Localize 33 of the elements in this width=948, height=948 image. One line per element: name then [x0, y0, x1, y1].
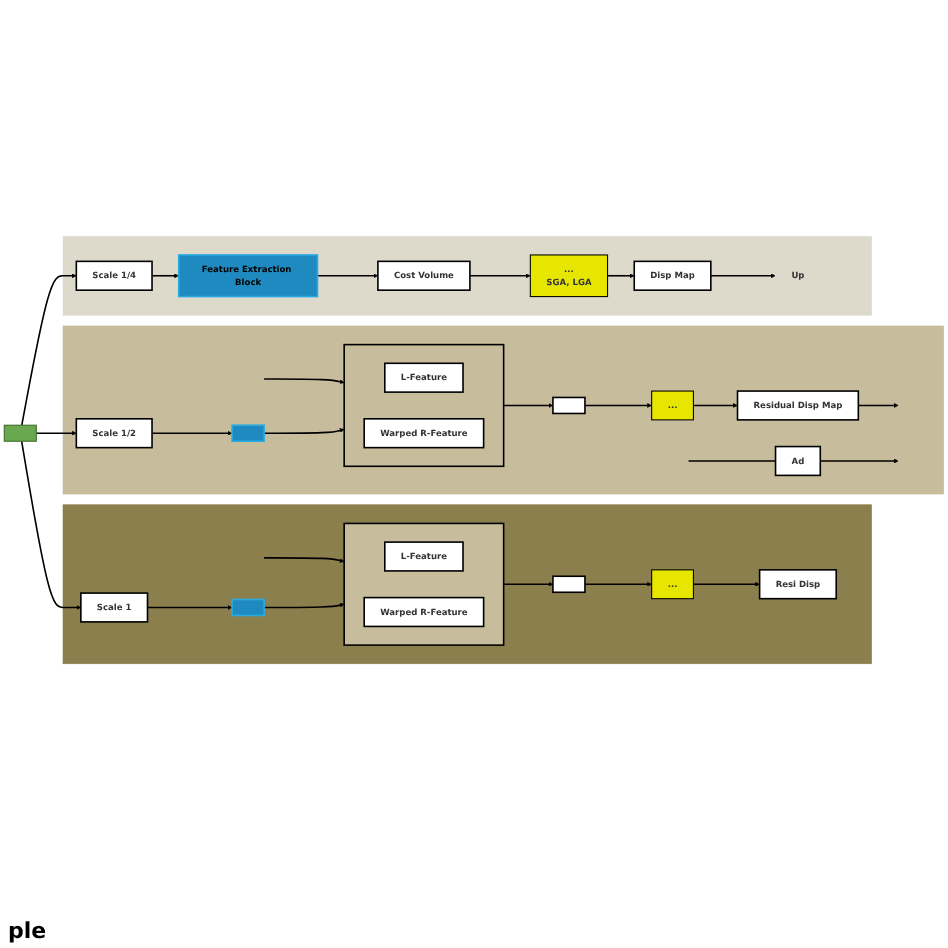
- cluster: [343, 522, 505, 646]
- arrow: [692, 403, 738, 408]
- cluster: [62, 325, 944, 495]
- arrow: [151, 273, 179, 279]
- arrow: [263, 378, 345, 384]
- arrow: [469, 273, 531, 279]
- caption-text: ple: [8, 918, 47, 944]
- cluster: [62, 504, 872, 665]
- arrow: [263, 428, 345, 434]
- arrow: [151, 430, 233, 436]
- cluster: [62, 235, 872, 316]
- arrow: [710, 273, 776, 279]
- node-box: [552, 575, 586, 594]
- node-box: [231, 598, 265, 617]
- arrow: [584, 581, 652, 587]
- node-box: [3, 424, 37, 442]
- node-box: [552, 396, 586, 415]
- arrow: [584, 403, 652, 408]
- arrow: [692, 581, 760, 587]
- node-box: [231, 424, 265, 442]
- arrow: [21, 273, 77, 426]
- arrow: [35, 430, 77, 436]
- arrow: [502, 581, 554, 587]
- arrow: [819, 458, 899, 464]
- arrow: [502, 403, 554, 408]
- cluster: [343, 343, 505, 468]
- arrow: [263, 602, 345, 609]
- arrow: [146, 605, 233, 610]
- arrow: [857, 403, 899, 408]
- arrow: [263, 557, 345, 563]
- arrow: [316, 273, 379, 279]
- arrow: [606, 273, 635, 279]
- arrow: [20, 440, 82, 610]
